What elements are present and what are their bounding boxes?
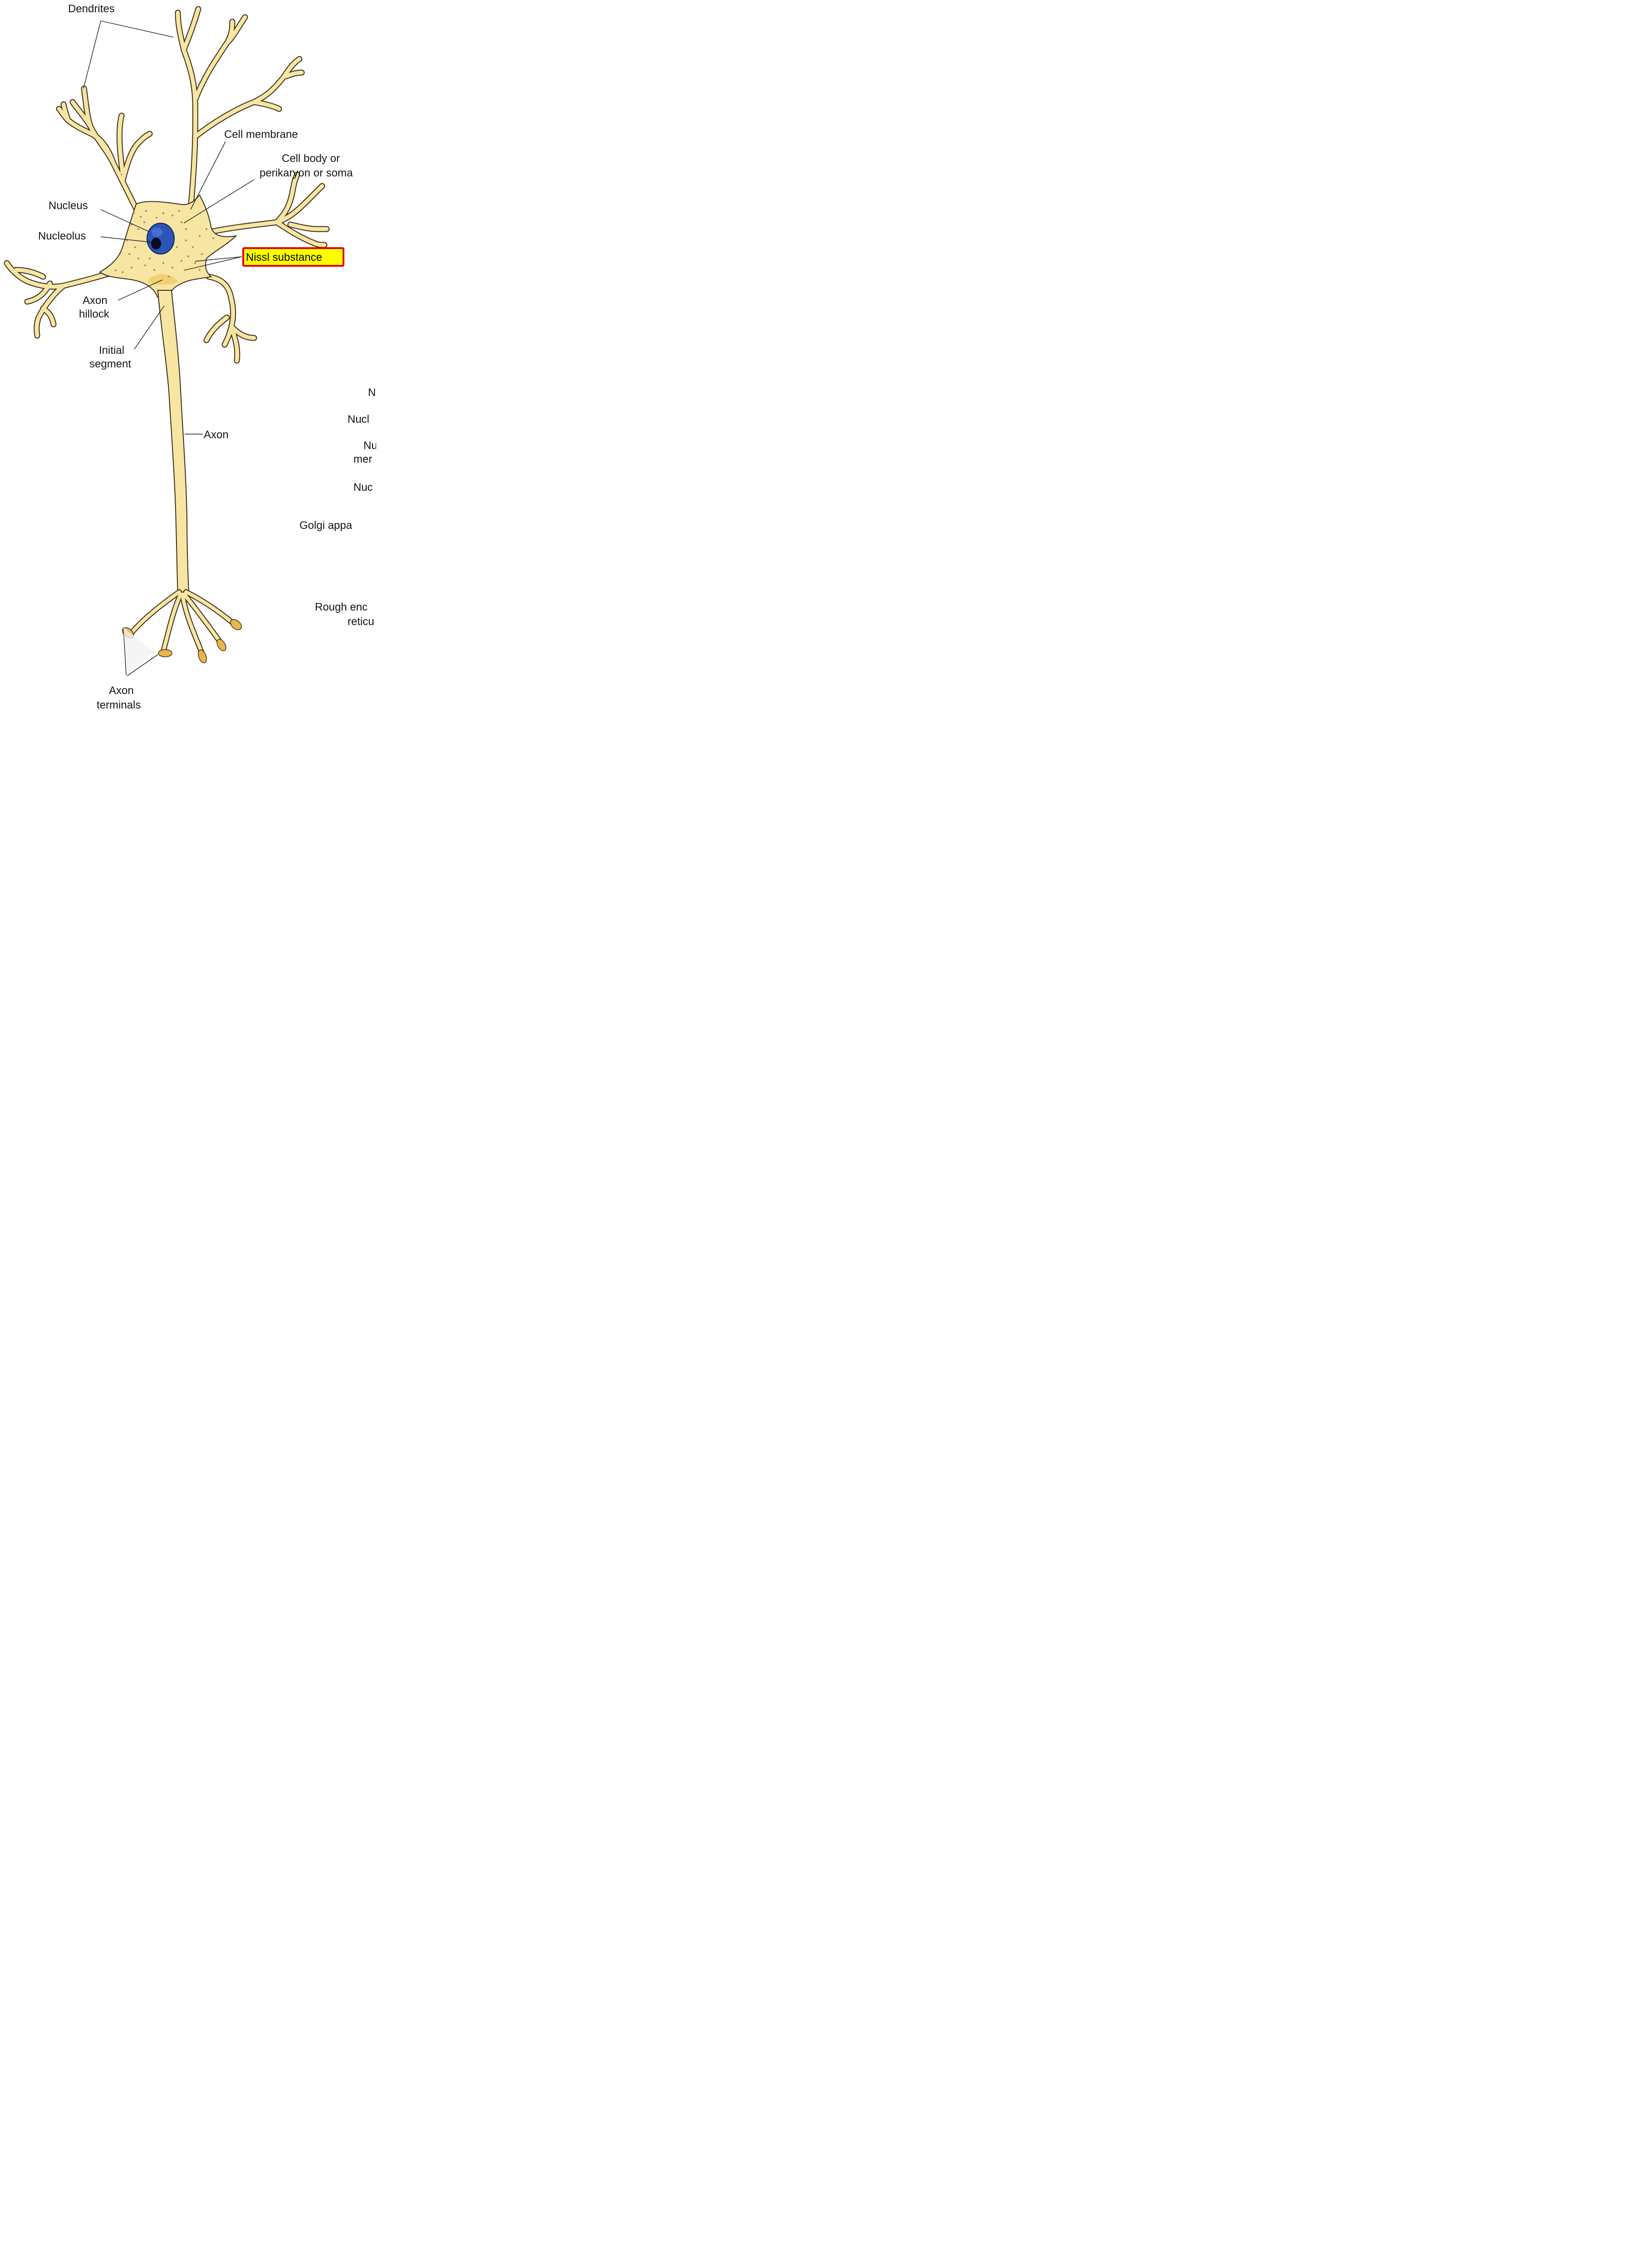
label-initial-segment-line2: segment (89, 358, 131, 370)
cropped-label: Nucl (348, 413, 369, 425)
cropped-label: mer (353, 453, 372, 465)
axon-shaft (158, 290, 189, 594)
label-cell-body-line1: Cell body or (282, 152, 340, 165)
label-cell-body-line2: perikaryon or soma (260, 167, 353, 179)
label-axon-hillock-line1: Axon (83, 294, 108, 307)
label-cell-membrane: Cell membrane (224, 128, 298, 141)
neuron-diagram: Dendrites Cell membrane Cell body or per… (0, 0, 376, 711)
label-nissl-substance: Nissl substance (246, 251, 322, 264)
label-axon-terminals-line1: Axon (109, 684, 134, 697)
cropped-label: N (368, 386, 376, 399)
label-nucleus: Nucleus (49, 200, 88, 212)
axon-terminal-bulb (158, 650, 172, 657)
label-axon: Axon (204, 429, 229, 441)
nucleus (147, 223, 174, 254)
nucleus-highlight (152, 228, 162, 237)
cropped-label: reticu (348, 616, 374, 628)
cropped-label: Nu (363, 440, 376, 452)
cropped-labels-group: N Nucl Nu mer Nuc Golgi appa Rough enc r… (299, 386, 376, 628)
cropped-label: Rough enc (315, 601, 368, 613)
label-dendrites: Dendrites (68, 3, 115, 15)
neuron-illustration: Dendrites Cell membrane Cell body or per… (0, 0, 376, 711)
nucleolus (151, 238, 161, 249)
label-axon-terminals-line2: terminals (97, 699, 141, 711)
label-initial-segment-line1: Initial (99, 344, 124, 357)
label-axon-hillock-line2: hillock (79, 308, 110, 320)
label-nucleolus: Nucleolus (38, 230, 86, 242)
cropped-label: Golgi appa (299, 519, 353, 532)
cropped-label: Nuc (353, 481, 373, 494)
